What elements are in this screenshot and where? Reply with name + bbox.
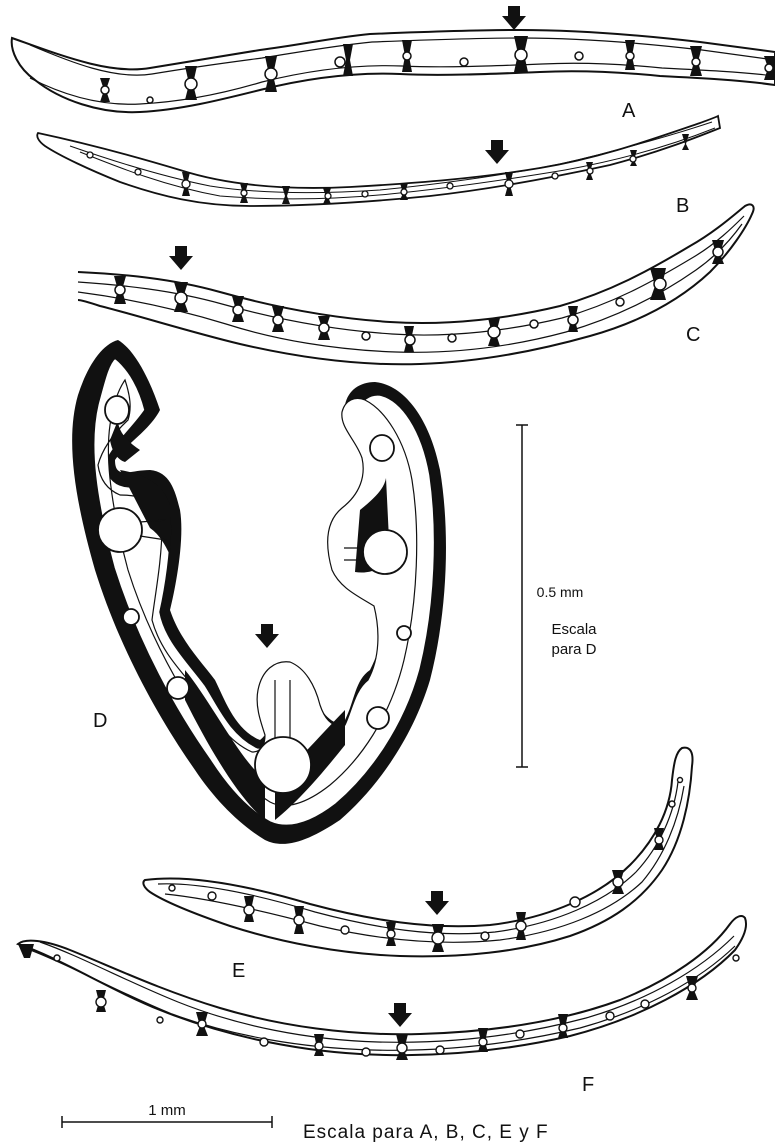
- section-e-arrow-icon: [425, 891, 449, 915]
- scale-d-line2: para D: [528, 641, 620, 658]
- label-e: E: [232, 961, 245, 981]
- scale-main-caption: Escala para A, B, C, E y F: [303, 1122, 549, 1144]
- section-f-bundles: [18, 944, 698, 1060]
- label-c: C: [686, 325, 700, 345]
- section-a: [12, 30, 775, 112]
- section-b-vessels: [87, 152, 636, 199]
- label-a: A: [622, 101, 635, 121]
- scale-d-line1: Escala: [528, 621, 620, 638]
- scale-bar-d: [516, 425, 528, 767]
- scale-d-value: 0.5 mm: [528, 584, 592, 600]
- section-c-arrow-icon: [169, 246, 193, 270]
- section-c-vessels: [115, 247, 723, 345]
- section-b-arrow-icon: [485, 140, 509, 164]
- section-f-arrow-icon: [388, 1003, 412, 1027]
- label-b: B: [676, 196, 689, 216]
- section-b-outline: [37, 116, 720, 206]
- section-b-bundles: [182, 134, 689, 204]
- section-b: [37, 116, 720, 206]
- section-a-outline: [12, 30, 775, 112]
- scale-main-value: 1 mm: [112, 1102, 222, 1119]
- section-d: [72, 340, 446, 844]
- label-d: D: [93, 711, 107, 731]
- section-a-arrow-icon: [502, 6, 526, 30]
- section-d-arrow-icon: [255, 624, 279, 648]
- label-f: F: [582, 1075, 594, 1095]
